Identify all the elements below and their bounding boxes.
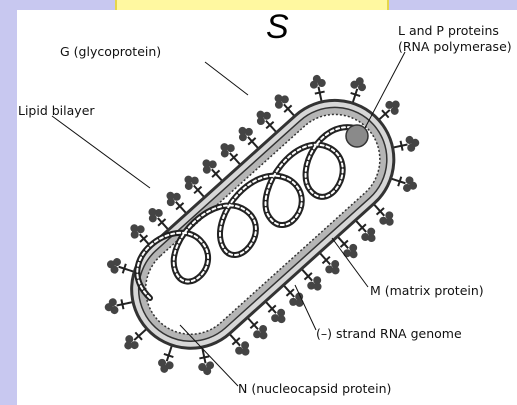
label-glycoprotein: G (glycoprotein) bbox=[60, 44, 161, 59]
glycoprotein-spike bbox=[155, 344, 179, 376]
glycoprotein-spike bbox=[194, 346, 215, 377]
label-lp-line2: (RNA polymerase) bbox=[398, 39, 512, 54]
polymerase-particle bbox=[346, 125, 368, 147]
label-lipid-bilayer: Lipid bilayer bbox=[18, 103, 95, 118]
label-genome: (–) strand RNA genome bbox=[316, 326, 462, 341]
label-matrix: M (matrix protein) bbox=[370, 283, 484, 298]
glycoprotein-spike bbox=[103, 294, 134, 315]
label-lp-line1: L and P proteins bbox=[398, 23, 499, 38]
slide-letter: S bbox=[266, 10, 289, 44]
label-nucleocapsid: N (nucleocapsid protein) bbox=[238, 381, 391, 396]
glycoprotein-spike bbox=[105, 255, 137, 279]
